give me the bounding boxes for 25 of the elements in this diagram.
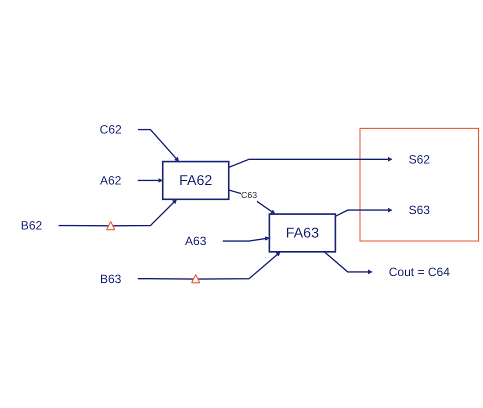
arrow: [324, 251, 373, 274]
node-box: FA62: [162, 160, 230, 200]
cluster: [359, 128, 480, 242]
arrow: [112, 198, 177, 226]
arrow: [335, 208, 392, 217]
connector: [58, 224, 109, 226]
node-text: C62: [100, 122, 122, 136]
arrow: [138, 178, 163, 183]
arrow: [198, 251, 281, 280]
node-text: A62: [100, 173, 122, 188]
arrow: [228, 156, 392, 168]
node-triangle: [191, 274, 200, 284]
node-text: A63: [185, 234, 206, 248]
node-text: B62: [20, 218, 42, 232]
node-text: S63: [408, 203, 430, 217]
connector: [138, 278, 194, 280]
arrow: [228, 189, 276, 214]
node-triangle: [106, 220, 116, 230]
node-text: B63: [100, 272, 122, 286]
arrow: [222, 236, 270, 242]
node-text: Cout = C64: [388, 264, 450, 279]
node-box: FA63: [268, 213, 336, 252]
node-text: S62: [408, 152, 430, 166]
arrow: [138, 128, 180, 162]
edge-label: C63: [241, 190, 258, 200]
